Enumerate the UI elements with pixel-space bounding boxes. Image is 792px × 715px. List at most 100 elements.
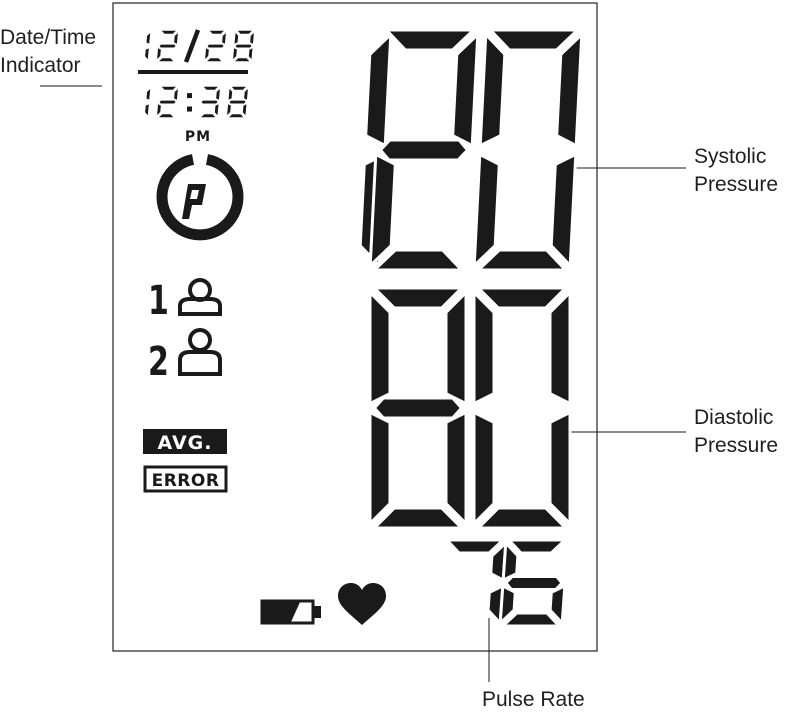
user-2-indicator: 2 [148, 328, 222, 385]
systolic-digit-3-segment-f [478, 30, 507, 149]
time-colon-dot-2 [187, 106, 192, 112]
time-char-2-segment-e [155, 101, 163, 119]
date-char-5-segment-b [248, 29, 256, 47]
date-char-2-segment-g [157, 42, 178, 50]
diastolic-reading [368, 286, 572, 530]
time-char-1-segment-c [143, 101, 151, 119]
date-char-1 [143, 29, 153, 63]
diastolic-digit-1-segment-a [370, 286, 466, 310]
systolic-digit-2-segment-a [382, 28, 478, 52]
systolic-digit-3-segment-e [472, 152, 501, 270]
date-time-callout-line1: Date/Time [0, 26, 97, 49]
date-char-1-segment-c [143, 45, 151, 63]
systolic-digit-2-segment-e [368, 152, 397, 270]
systolic-digit-2-segment-g [378, 138, 470, 162]
time-colon-dot-1 [187, 93, 192, 99]
systolic-callout: Systolic Pressure [694, 143, 778, 199]
diastolic-digit-2-segment-a [474, 286, 570, 310]
systolic-digit-2 [368, 28, 480, 272]
progress-ring-icon [156, 154, 244, 241]
date-time-divider [138, 70, 248, 74]
time-char-5-segment-a [228, 85, 251, 92]
systolic-digit-3-segment-d [474, 248, 570, 272]
systolic-reading [358, 28, 584, 272]
time-char-4-segment-c [213, 101, 221, 119]
systolic-callout-line1: Systolic [694, 145, 767, 168]
date-char-2 [154, 29, 181, 63]
time-char-4-segment-g [199, 99, 220, 106]
time-char-4-segment-d [196, 112, 219, 119]
date-char-4-segment-a [206, 29, 229, 36]
time-char-2-segment-g [157, 99, 178, 106]
pulse-digit-2-segment-g [503, 575, 565, 591]
time-readout [143, 85, 251, 119]
pulse-callout: Pulse Rate [482, 686, 585, 714]
date-time-callout: Date/Time Indicator [0, 24, 96, 80]
pulse-digit-2-segment-d [499, 611, 563, 628]
diastolic-digit-2-segment-e [472, 409, 496, 528]
date-char-5-segment-d [230, 56, 253, 63]
diastolic-digit-1 [368, 286, 468, 530]
date-char-2-segment-d [154, 56, 177, 63]
date-char-2-segment-b [172, 29, 180, 47]
diastolic-callout-line1: Diastolic [694, 406, 774, 429]
diastolic-digit-2-segment-c [548, 409, 572, 528]
systolic-digit-3 [472, 28, 584, 272]
systolic-digit-3-segment-c [549, 151, 578, 270]
heart-icon [338, 583, 386, 625]
diastolic-digit-1-segment-e [368, 409, 392, 528]
time-char-5-segment-b [242, 85, 250, 103]
pulse-digit-2-segment-f [501, 539, 520, 583]
date-char-4-segment-e [203, 45, 211, 63]
diastolic-digit-1-segment-g [372, 396, 464, 420]
pulse-reading [443, 538, 569, 628]
date-char-5-segment-f [232, 29, 240, 47]
date-char-4-segment-d [202, 56, 225, 63]
date-slash [183, 29, 201, 63]
date-char-4-segment-g [205, 42, 226, 50]
meridiem-label: PM [185, 129, 211, 145]
diastolic-digit-2-segment-b [548, 288, 572, 407]
time-char-2-segment-d [154, 112, 177, 119]
systolic-callout-line2: Pressure [694, 173, 779, 196]
date-char-5-segment-g [233, 42, 254, 50]
pulse-digit-2-segment-c [548, 583, 567, 627]
time-char-4-segment-b [214, 85, 222, 103]
time-char-4 [196, 85, 223, 119]
time-char-5-segment-d [224, 112, 247, 119]
diastolic-digit-2-segment-d [474, 506, 570, 530]
date-char-2-segment-a [158, 29, 181, 36]
time-char-2-segment-a [158, 85, 181, 92]
user-2-number: 2 [148, 339, 169, 385]
diastolic-callout: Diastolic Pressure [694, 404, 778, 460]
pulse-digit-1 [443, 538, 508, 627]
time-char-1 [143, 85, 153, 119]
systolic-digit-2-segment-d [370, 248, 466, 272]
time-char-1-segment-b [144, 85, 153, 103]
error-badge: ERROR [143, 465, 228, 493]
pulse-digit-2-segment-e [498, 583, 517, 627]
time-char-5 [224, 85, 251, 119]
diastolic-digit-2 [472, 286, 572, 530]
pulse-callout-label: Pulse Rate [482, 688, 585, 711]
error-badge-label: ERROR [152, 471, 220, 491]
diastolic-digit-1-segment-f [368, 288, 392, 407]
systolic-digit-3-segment-a [486, 28, 582, 52]
time-char-5-segment-f [226, 85, 234, 103]
time-char-2 [154, 85, 181, 119]
date-char-1-segment-b [144, 29, 153, 47]
systolic-digit-2-segment-b [451, 30, 480, 148]
avg-badge: AVG. [143, 429, 227, 454]
user-1-indicator: 1 [148, 278, 222, 324]
date-char-5 [230, 29, 257, 63]
systolic-digit-1-segment-b [364, 30, 393, 148]
date-readout [143, 29, 257, 63]
user-2-icon [178, 328, 222, 376]
date-char-5-segment-a [234, 29, 257, 36]
systolic-digit-3-segment-b [555, 30, 584, 148]
date-char-4-segment-b [220, 29, 228, 47]
diastolic-digit-1-segment-d [370, 506, 466, 530]
date-char-4 [202, 29, 229, 63]
pulse-digit-2 [498, 538, 569, 628]
date-time-callout-line2: Indicator [0, 54, 81, 77]
